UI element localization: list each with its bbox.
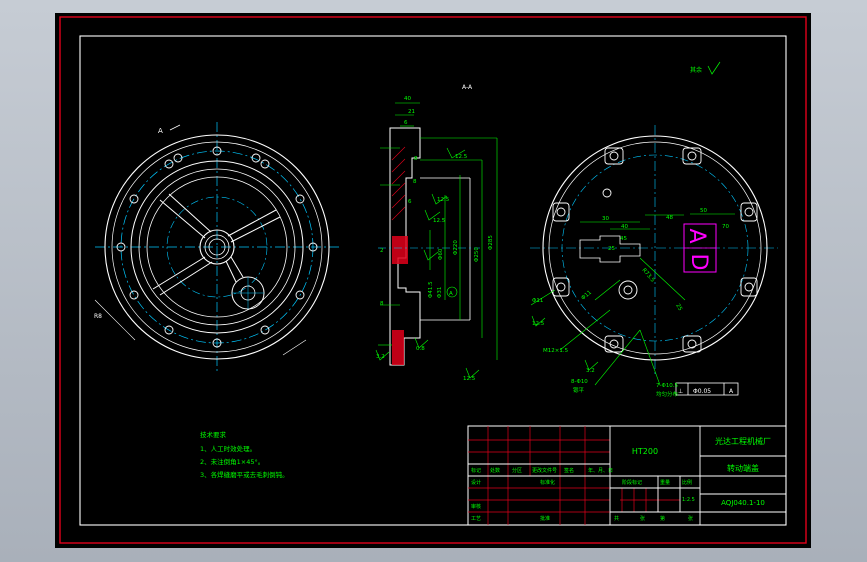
outer-border [59, 16, 807, 544]
dim-sec-1: 21 [408, 109, 415, 115]
dim-sec-18: 3.2 [376, 354, 385, 360]
title-block [467, 425, 787, 526]
dim-r-0: 30 [602, 216, 609, 222]
dim-r-4: 25 [608, 246, 615, 252]
tech-req-item-3: 3、各焊缝磨平或去毛刺倒钝。 [200, 470, 289, 479]
roughness-note: 其余 [690, 66, 702, 74]
dim-sec-17: 12.5 [463, 376, 476, 382]
dim-r-6: 70 [722, 224, 729, 230]
dim-r-10: Φ11 [580, 290, 593, 302]
dim-r-2: 48 [666, 215, 673, 221]
dim-sec-11: Φ60 [438, 248, 444, 260]
dim-sec-19: 0.8 [416, 346, 425, 352]
stage-label: 阶段标记 [622, 479, 642, 486]
sheet-3: 张 [688, 515, 693, 522]
tech-req-item-1: 1、人工时效处理。 [200, 444, 256, 453]
dim-sec-15: 12.5 [437, 197, 450, 203]
scale-label: 比例 [682, 479, 692, 486]
dim-r-15: 3.2 [586, 368, 595, 374]
left-dim-r: R8 [94, 313, 102, 320]
dim-sec-2: 6 [404, 120, 408, 126]
scale-value: 1:2.5 [682, 497, 695, 503]
dim-sec-7: 2 [380, 248, 384, 254]
dim-sec-5: 6 [408, 199, 412, 205]
dim-r-7: 25 [674, 303, 683, 312]
section-view [375, 102, 498, 379]
inner-border [79, 35, 787, 526]
letter-a: A [684, 228, 709, 243]
dim-sec-10: Φ220 [453, 240, 459, 255]
dim-sec-20: A [449, 291, 453, 297]
dim-r-17: 均匀分布 [656, 390, 679, 398]
view-arrow-label: A [158, 127, 163, 135]
lbl-review: 审核 [471, 503, 481, 510]
dim-sec-13: Φ31 [437, 287, 443, 298]
dim-sec-6: 8 [380, 301, 384, 307]
lbl-design: 设计 [471, 479, 481, 486]
lbl-process: 工艺 [471, 516, 481, 522]
hdr-3: 更改文件号 [532, 467, 557, 474]
company-name: 光达工程机械厂 [715, 436, 771, 446]
right-view [530, 125, 778, 396]
tech-req-item-2: 2、未注倒角1×45°。 [200, 457, 264, 466]
dim-r-1: 40 [621, 224, 628, 230]
dim-sec-16: 12.5 [433, 218, 446, 224]
section-label: A-A [462, 84, 473, 91]
dim-r-5: 50 [700, 208, 707, 214]
hdr-5: 年、月、日 [588, 467, 613, 474]
sheet-0: 共 [614, 515, 619, 522]
drawing-number: AQJ040.1-10 [721, 499, 765, 507]
part-name: 转动端盖 [727, 463, 759, 473]
hdr-0: 标记 [471, 467, 481, 474]
paper-sheet [55, 13, 811, 548]
tol-symbol: ⊥ [678, 388, 683, 395]
tech-req-title: 技术要求 [200, 430, 227, 439]
hdr-2: 分区 [512, 467, 522, 474]
dim-r-12: 8-Φ10 [571, 379, 588, 385]
dim-r-11: 12.5 [532, 321, 545, 327]
tol-datum: A [729, 388, 734, 395]
sheet-1: 张 [640, 515, 645, 522]
letter-d: D [686, 254, 711, 271]
lbl-standard: 标准化 [540, 479, 555, 486]
dim-sec-14: 12.5 [455, 154, 468, 160]
sheet-2: 第 [660, 515, 665, 522]
dim-sec-12: Φ41.5 [428, 281, 434, 298]
dim-r-3: 45 [620, 236, 627, 242]
tol-value: Φ0.05 [693, 388, 711, 395]
dim-sec-0: 40 [404, 96, 411, 102]
dim-r-13: 锪平 [573, 386, 585, 394]
lbl-approve: 批准 [540, 515, 550, 522]
hdr-1: 处数 [490, 467, 500, 474]
dim-sec-9: Φ250 [474, 247, 480, 262]
dim-r-9: M12×1.5 [543, 348, 569, 354]
dim-sec-8: Φ285 [488, 235, 494, 250]
dim-r-14: 7-Φ10.5 [656, 383, 679, 389]
dim-r-8: Φ11 [532, 298, 543, 304]
left-view [94, 122, 340, 372]
weight-label: 重量 [660, 479, 670, 486]
hdr-4: 签名 [564, 467, 574, 474]
dim-sec-3: 8 [414, 156, 418, 162]
material: HT200 [632, 447, 658, 456]
roughness-icon [707, 61, 721, 75]
dim-sec-4: 8 [413, 179, 417, 185]
